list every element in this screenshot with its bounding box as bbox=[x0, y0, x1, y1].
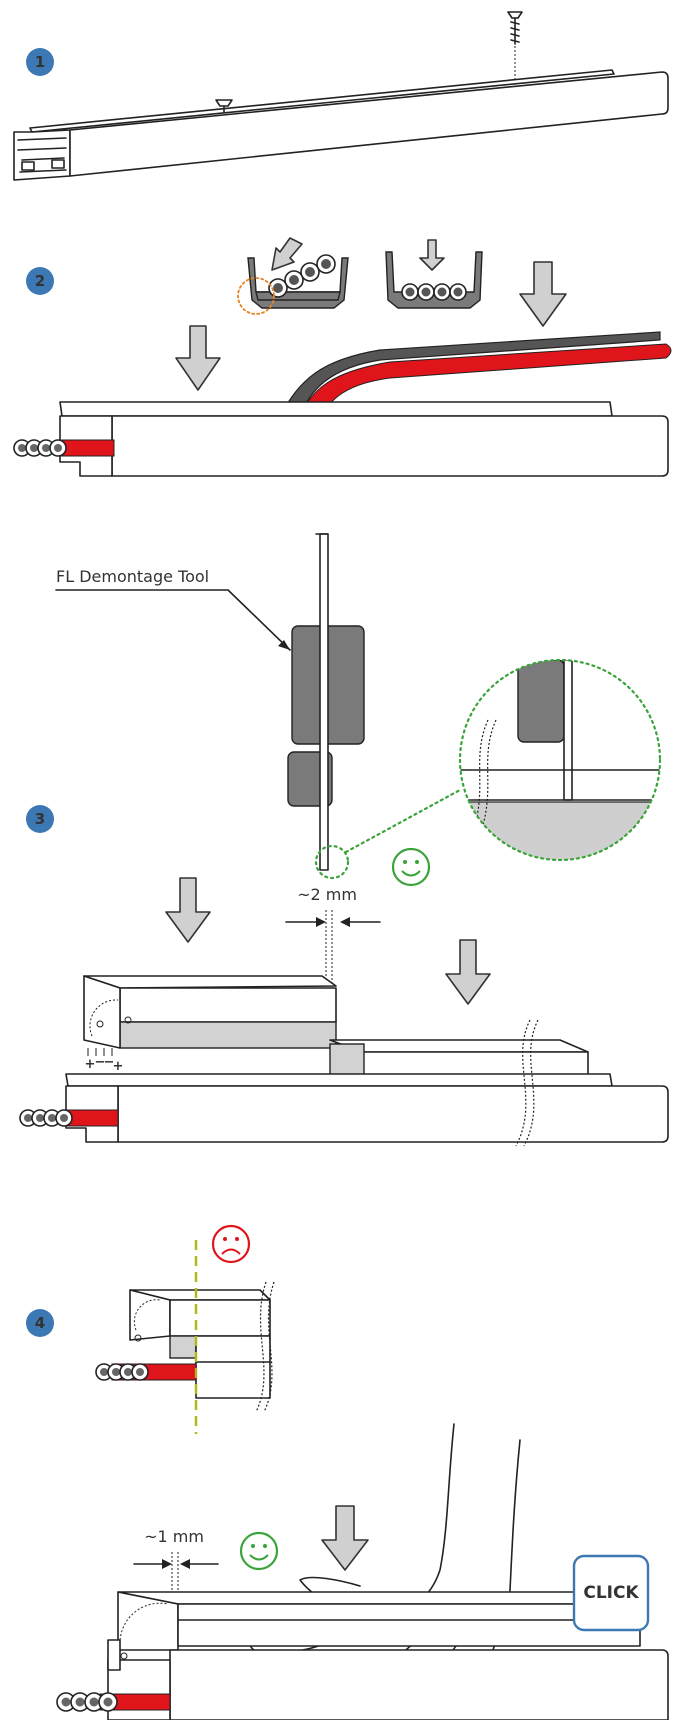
clip-highlight bbox=[237, 277, 275, 315]
polarity-plus-2: + bbox=[113, 1059, 124, 1074]
screw-inserted bbox=[215, 99, 233, 113]
push-arrow-right bbox=[445, 939, 491, 1005]
leader-arrowhead bbox=[278, 640, 290, 650]
step-badge-2: 2 bbox=[26, 267, 54, 295]
gap-arrows bbox=[285, 910, 381, 984]
cable-bundle bbox=[278, 331, 672, 417]
wrong-assembly bbox=[95, 1240, 275, 1434]
polarity-plus-1: + bbox=[85, 1057, 96, 1072]
tool-leader-line bbox=[55, 589, 291, 651]
step-number: 4 bbox=[35, 1314, 45, 1332]
gap-measurement: ~1 mm bbox=[144, 1527, 204, 1546]
step-number: 3 bbox=[35, 810, 45, 828]
step-1: 1 bbox=[13, 11, 669, 181]
push-arrow-left bbox=[165, 877, 211, 943]
step-number: 1 bbox=[35, 53, 45, 71]
step-badge-1: 1 bbox=[26, 48, 54, 76]
click-badge: CLICK bbox=[572, 1554, 650, 1632]
polarity-minus-1: − bbox=[95, 1055, 106, 1070]
gap-measurement: ~2 mm bbox=[297, 885, 357, 904]
rail-profile bbox=[13, 69, 669, 181]
demontage-tool bbox=[287, 533, 365, 871]
polarity-markings: + − − + bbox=[85, 1055, 124, 1074]
step-4: 4 bbox=[26, 1224, 669, 1720]
correct-assembly bbox=[56, 1591, 669, 1720]
profile-section-angled bbox=[237, 237, 349, 315]
zoom-detail bbox=[458, 658, 662, 862]
smiley-sad-icon bbox=[211, 1224, 251, 1264]
polarity-minus-2: − bbox=[104, 1055, 115, 1070]
click-label: CLICK bbox=[583, 1583, 639, 1603]
step-2: 2 bbox=[13, 237, 672, 477]
rail-with-cables bbox=[13, 401, 669, 477]
screw-top bbox=[507, 11, 523, 82]
step-number: 2 bbox=[35, 272, 45, 290]
rail-with-cables bbox=[19, 1019, 669, 1147]
tool-label: FL Demontage Tool bbox=[56, 567, 209, 586]
diffuser-cover bbox=[83, 975, 337, 1056]
step-badge-3: 3 bbox=[26, 805, 54, 833]
step-badge-4: 4 bbox=[26, 1309, 54, 1337]
smiley-happy-icon bbox=[239, 1531, 279, 1571]
push-arrow-left bbox=[175, 325, 221, 391]
profile-section-straight bbox=[385, 239, 483, 309]
step-3: 3 FL Demontage Tool bbox=[19, 533, 669, 1147]
push-arrow-right bbox=[519, 261, 567, 327]
zoom-connector bbox=[344, 788, 462, 854]
smiley-happy-icon bbox=[391, 847, 431, 887]
push-arrow bbox=[321, 1505, 369, 1571]
tip-highlight bbox=[314, 844, 350, 880]
